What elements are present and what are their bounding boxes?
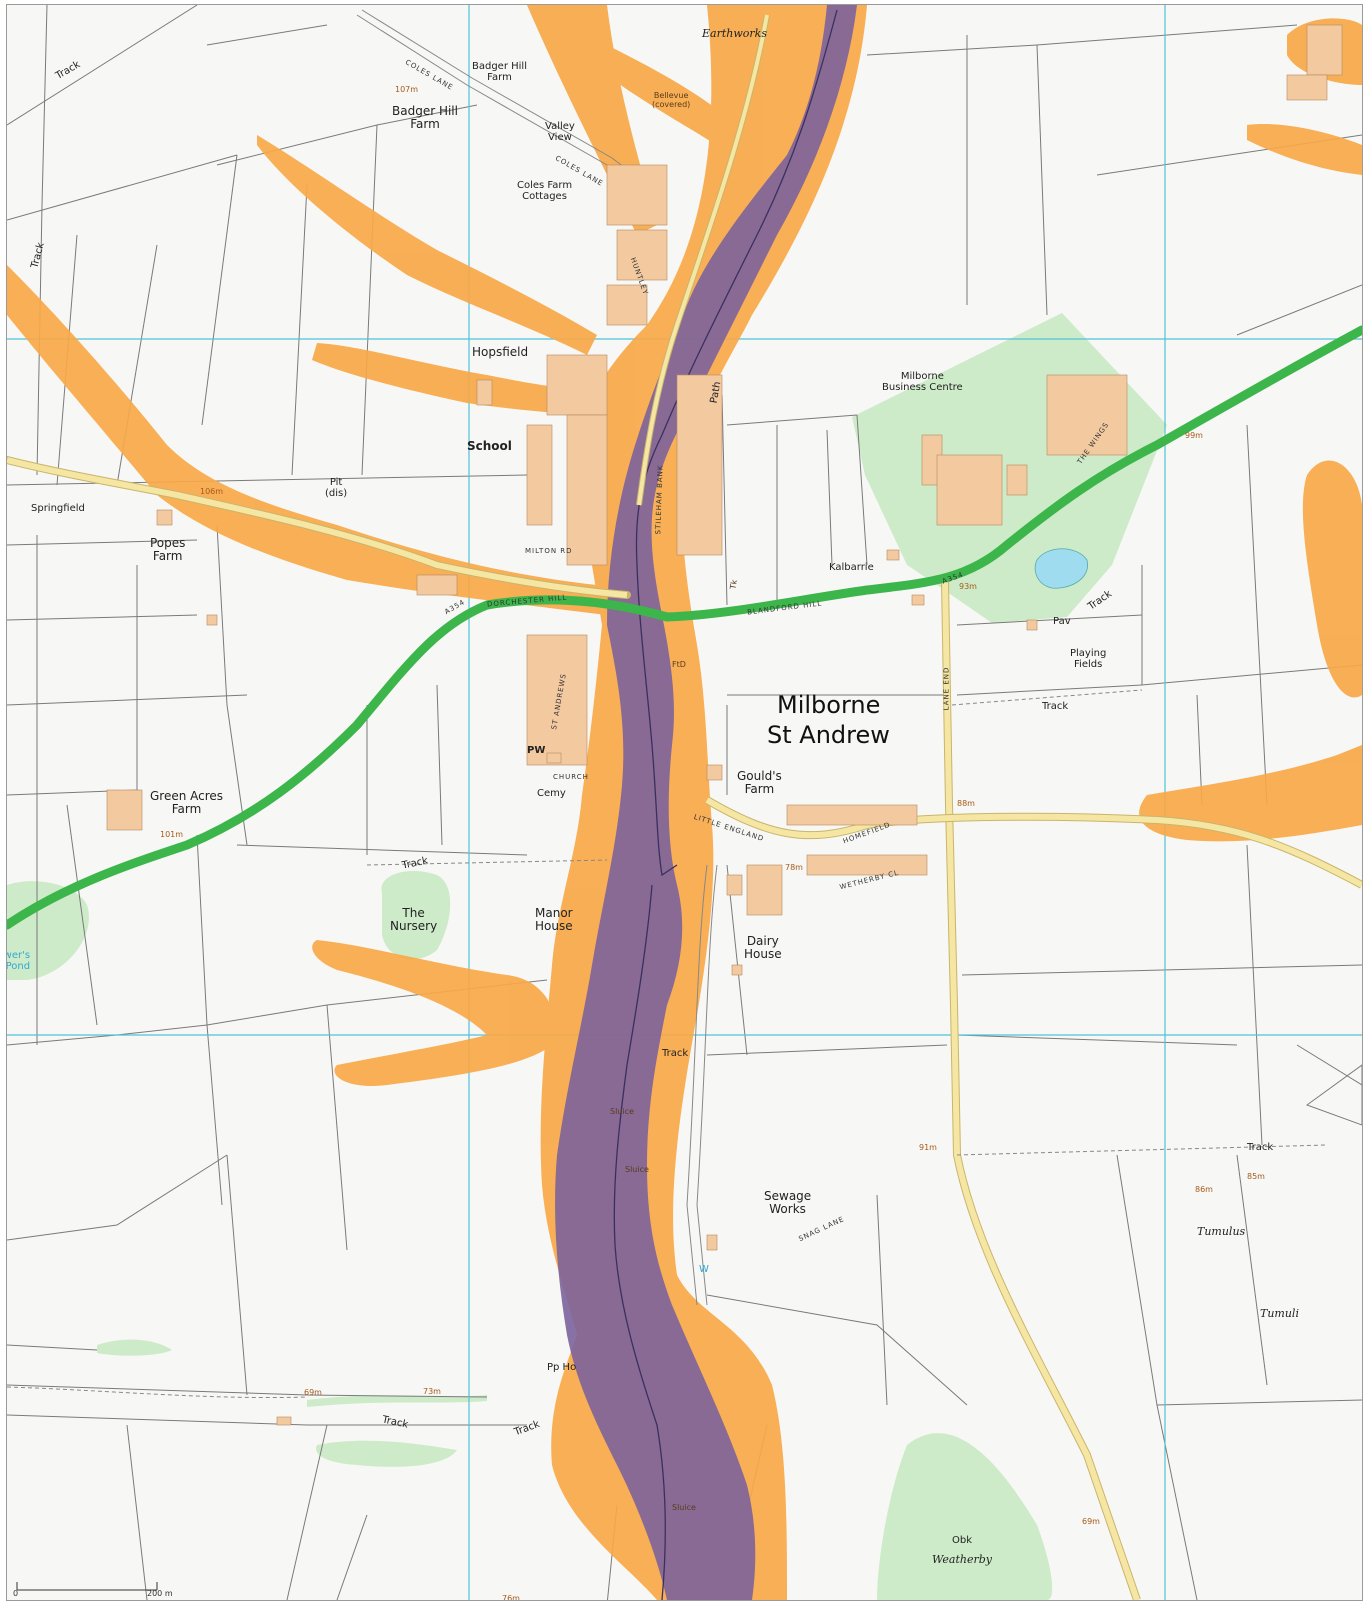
track-700 bbox=[951, 689, 1143, 706]
label-school: School bbox=[467, 439, 512, 453]
label-sluice-2: Sluice bbox=[625, 1165, 649, 1174]
label-track-4: Track bbox=[1042, 701, 1069, 712]
nursery-green bbox=[381, 871, 451, 960]
ne-orange-1 bbox=[1247, 124, 1362, 175]
nw-orange-band bbox=[7, 265, 607, 615]
height-93m: 93m bbox=[959, 582, 977, 591]
a354-road bbox=[7, 325, 1362, 930]
flood-zone-3 bbox=[555, 5, 857, 1600]
label-lane-end: LANE END bbox=[942, 666, 951, 711]
label-coles-farm-cottages: Coles Farm Cottages bbox=[517, 180, 573, 202]
height-85m: 85m bbox=[1247, 1172, 1265, 1181]
label-sluice-1: Sluice bbox=[610, 1107, 634, 1116]
label-cemy: Cemy bbox=[537, 788, 566, 799]
label-tk: Tk bbox=[728, 579, 740, 590]
label-bellevue: Bellevue (covered) bbox=[652, 91, 691, 109]
label-track-6: Track bbox=[662, 1048, 689, 1059]
label-pit: Pit (dis) bbox=[325, 477, 348, 499]
height-99m: 99m bbox=[1185, 431, 1203, 440]
height-73m: 73m bbox=[423, 1387, 441, 1396]
label-flowers-pond: Flower's Pond bbox=[6, 950, 31, 972]
label-pw: PW bbox=[527, 745, 546, 756]
strip-green-3 bbox=[97, 1339, 172, 1356]
height-78m: 78m bbox=[785, 863, 803, 872]
strip-green-2 bbox=[316, 1440, 457, 1467]
height-101m: 101m bbox=[160, 830, 184, 839]
map-frame[interactable]: Milborne St Andrew Earthworks Badger Hil… bbox=[6, 4, 1363, 1601]
label-obk: Obk bbox=[952, 1535, 973, 1546]
label-milton-rd: MILTON RD bbox=[525, 547, 573, 555]
label-kalbarrie: Kalbarrie bbox=[829, 562, 874, 573]
label-weatherby: Weatherby bbox=[932, 1553, 993, 1566]
height-69m: 69m bbox=[304, 1388, 322, 1397]
label-green-acres-farm: Green Acres Farm bbox=[150, 789, 224, 816]
label-badger-hill-farm: Badger Hill Farm bbox=[392, 104, 458, 131]
height-91m: 91m bbox=[919, 1143, 937, 1152]
label-manor-house: Manor House bbox=[535, 906, 573, 933]
label-playing-fields: Playing Fields bbox=[1070, 648, 1107, 670]
height-69m-b: 69m bbox=[1082, 1517, 1100, 1526]
height-76m: 76m bbox=[502, 1594, 520, 1601]
place-name-line2: St Andrew bbox=[767, 721, 890, 749]
label-hopsfield: Hopsfield bbox=[472, 345, 529, 359]
height-88m: 88m bbox=[957, 799, 975, 808]
scale-bar-start: 0 bbox=[13, 1589, 19, 1598]
label-ftd: FtD bbox=[672, 660, 686, 669]
strip-green-1 bbox=[307, 1395, 487, 1407]
label-church: CHURCH bbox=[553, 773, 589, 781]
east-orange-blob bbox=[1302, 460, 1362, 698]
label-w: W bbox=[699, 1264, 709, 1275]
weatherby-green bbox=[877, 1433, 1053, 1600]
roads bbox=[7, 9, 1362, 1600]
top-left-orange bbox=[257, 135, 597, 355]
track-1145 bbox=[956, 1144, 1328, 1156]
map-canvas[interactable] bbox=[7, 5, 1362, 1600]
hopsfield-orange bbox=[312, 343, 607, 415]
label-springfield: Springfield bbox=[31, 503, 85, 514]
height-86m: 86m bbox=[1195, 1185, 1213, 1194]
scale-bar bbox=[16, 1582, 158, 1591]
label-earthworks: Earthworks bbox=[702, 27, 767, 40]
label-valley-view: Valley View bbox=[545, 121, 575, 143]
label-pp-ho: Pp Ho bbox=[547, 1362, 577, 1373]
scale-bar-end: 200 m bbox=[147, 1589, 173, 1598]
label-stileham-bank: STILEHAM BANK bbox=[654, 464, 665, 535]
label-the-nursery: The Nursery bbox=[390, 906, 438, 933]
label-track-7: Track bbox=[1247, 1142, 1274, 1153]
east-orange-band bbox=[1139, 745, 1362, 842]
label-goulds-farm: Gould's Farm bbox=[737, 769, 782, 796]
label-badger-hill-farm-upper: Badger Hill Farm bbox=[472, 61, 527, 83]
main-valley-purple bbox=[555, 5, 857, 1600]
label-pav: Pav bbox=[1053, 616, 1071, 627]
label-sewage-works: Sewage Works bbox=[764, 1189, 812, 1216]
track-lane bbox=[686, 864, 708, 1306]
label-tumulus: Tumulus bbox=[1197, 1225, 1246, 1238]
label-sluice-3: Sluice bbox=[672, 1503, 696, 1512]
top-orange-2 bbox=[582, 35, 747, 155]
pond-green bbox=[7, 881, 89, 980]
label-popes-farm: Popes Farm bbox=[150, 536, 186, 563]
label-dairy-house: Dairy House bbox=[744, 934, 782, 961]
track-west bbox=[7, 1386, 308, 1399]
place-name-line1: Milborne bbox=[777, 691, 881, 719]
west-lobe bbox=[312, 940, 555, 1086]
track-860 bbox=[366, 859, 608, 866]
label-milborne-business-centre: Milborne Business Centre bbox=[882, 371, 963, 393]
label-tumuli: Tumuli bbox=[1260, 1307, 1299, 1320]
height-106m: 106m bbox=[200, 487, 224, 496]
height-107m: 107m bbox=[395, 85, 419, 94]
pond-water bbox=[1034, 548, 1088, 589]
buildings bbox=[106, 24, 1343, 1426]
